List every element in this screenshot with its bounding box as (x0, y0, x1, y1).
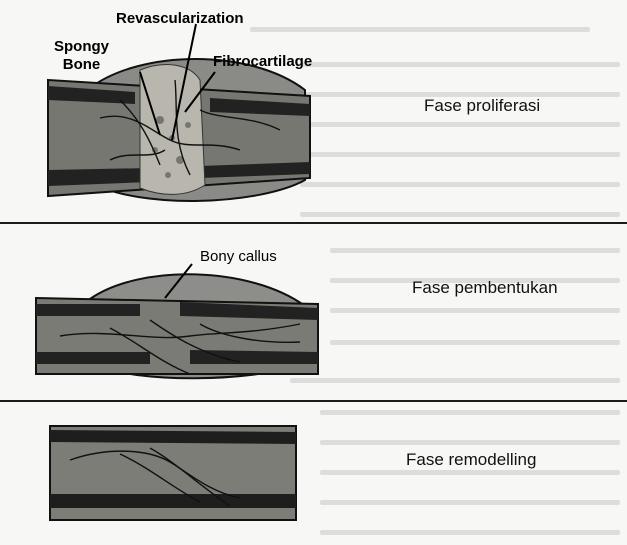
label-fibrocartilage: Fibrocartilage (213, 53, 312, 71)
phase-label-proliferasi: Fase proliferasi (424, 96, 540, 116)
label-bony-callus: Bony callus (200, 248, 277, 266)
label-spongy-bone-line1: Spongy (54, 38, 109, 56)
label-spongy-bone-line2: Bone (54, 56, 109, 74)
phase-label-pembentukan: Fase pembentukan (412, 278, 558, 298)
remodelling-bone-illustration (0, 402, 627, 545)
formation-bone-illustration (0, 224, 627, 399)
phase-label-remodelling: Fase remodelling (406, 450, 536, 470)
label-spongy-bone: Spongy Bone (54, 38, 109, 74)
label-revascularization: Revascularization (116, 10, 244, 28)
